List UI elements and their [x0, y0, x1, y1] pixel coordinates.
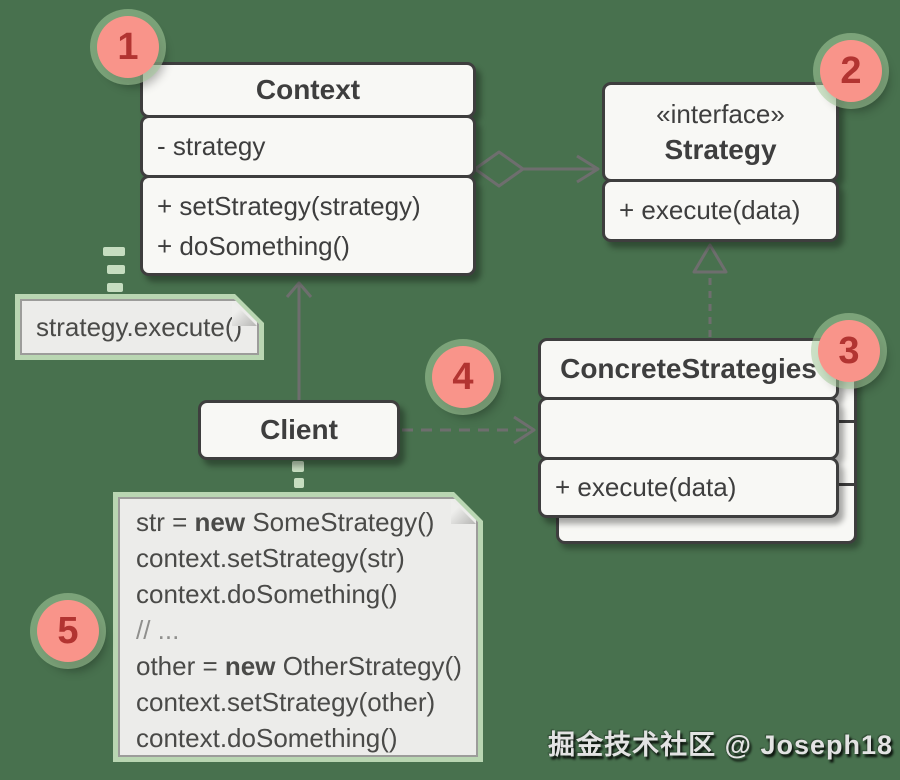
badge-4: 4: [432, 346, 494, 408]
context-method-dosomething: + doSomething(): [157, 230, 350, 261]
client-code-block: str = new SomeStrategy() context.setStra…: [120, 499, 476, 756]
note-connector-dashes: [103, 247, 304, 488]
badge-1: 1: [97, 16, 159, 78]
concrete-strategies-empty-fields: [538, 397, 839, 460]
context-methods: + setStrategy(strategy) + doSomething(): [140, 175, 476, 276]
client-title: Client: [198, 400, 400, 460]
interface-strategy: «interface» Strategy + execute(data): [602, 82, 839, 242]
concrete-strategies-method-execute: + execute(data): [538, 457, 839, 518]
strategy-method-execute: + execute(data): [602, 179, 839, 242]
strategy-title-block: «interface» Strategy: [602, 82, 839, 182]
badge-2: 2: [820, 40, 882, 102]
watermark-text: 掘金技术社区 @ Joseph18: [548, 730, 893, 760]
note-client-code: str = new SomeStrategy() context.setStra…: [113, 492, 483, 762]
strategy-stereotype: «interface»: [656, 98, 785, 129]
hollow-triangle-arrowhead-icon: [692, 243, 728, 274]
class-client: Client: [198, 400, 400, 460]
aggregation-connector: [473, 150, 600, 188]
strategy-title: Strategy: [664, 133, 777, 165]
context-field-strategy: - strategy: [140, 115, 476, 178]
class-context: Context - strategy + setStrategy(strateg…: [140, 62, 476, 276]
badge-5: 5: [37, 600, 99, 662]
badge-3: 3: [818, 320, 880, 382]
client-context-association: [285, 281, 313, 400]
note-paper: str = new SomeStrategy() context.setStra…: [118, 497, 478, 757]
code-line: str = new SomeStrategy(): [136, 507, 435, 537]
class-concrete-strategies: ConcreteStrategies + execute(data): [538, 338, 839, 518]
context-title: Context: [140, 62, 476, 118]
code-line-comment: // ...: [136, 615, 180, 645]
code-line: other = new OtherStrategy(): [136, 651, 462, 681]
code-line: context.setStrategy(str): [136, 543, 405, 573]
concrete-strategies-title: ConcreteStrategies: [538, 338, 839, 400]
code-line: context.doSomething(): [136, 723, 398, 753]
context-method-setstrategy: + setStrategy(strategy): [157, 190, 421, 221]
note-strategy-execute-text: strategy.execute(): [36, 311, 243, 342]
note-strategy-execute: strategy.execute(): [15, 294, 264, 360]
open-arrowhead-icon: [513, 415, 536, 445]
code-line: context.setStrategy(other): [136, 687, 436, 717]
realization-connector: [692, 243, 728, 337]
note-paper: strategy.execute(): [20, 299, 259, 355]
open-arrowhead-icon: [285, 281, 313, 298]
aggregation-diamond-icon: [473, 150, 525, 188]
open-arrowhead-icon: [576, 154, 600, 184]
code-line: context.doSomething(): [136, 579, 398, 609]
client-concrete-dependency: [402, 415, 536, 445]
